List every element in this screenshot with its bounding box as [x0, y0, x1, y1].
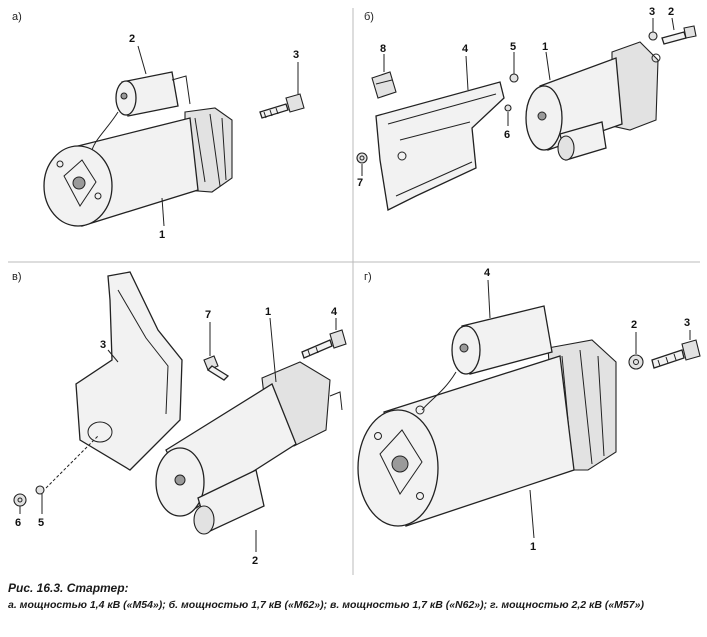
panel-b-label: б) [364, 11, 374, 23]
caption-text: а. мощностью 1,4 кВ («М54»); б. мощность… [8, 599, 644, 611]
bolt-b-2 [661, 25, 697, 45]
callout-g-3: 3 [684, 317, 690, 329]
bracket-v-3 [75, 271, 183, 471]
starter-motor-v [155, 361, 343, 535]
callout-a-1: 1 [159, 229, 165, 241]
starter-diagram: а) 2 3 [8, 6, 701, 575]
washer-g-2 [628, 354, 644, 370]
leader-a-2 [137, 45, 147, 75]
callout-v-3: 3 [100, 339, 106, 351]
callout-b-3: 3 [649, 6, 655, 18]
nut-b-5 [509, 73, 519, 83]
starter-motor-a [43, 71, 233, 227]
callout-g-4: 4 [484, 267, 491, 279]
callout-v-6: 6 [15, 517, 21, 529]
bolt-g-3 [651, 339, 701, 369]
heat-shield-b-4 [375, 81, 505, 211]
callout-b-2: 2 [668, 6, 674, 18]
starter-motor-b [525, 41, 661, 161]
leader-b-1 [545, 51, 551, 81]
clip-b-8 [371, 71, 397, 99]
washer-b-6 [504, 104, 512, 112]
callout-v-2: 2 [252, 555, 258, 567]
bolt-v-7 [203, 355, 230, 381]
callout-b-8: 8 [380, 43, 386, 55]
callout-v-1: 1 [265, 306, 271, 318]
leader-g-1 [529, 489, 535, 539]
callout-b-4: 4 [462, 43, 469, 55]
leader-b-2 [671, 17, 675, 31]
starter-motor-g [357, 305, 617, 527]
panel-v: в) [12, 271, 347, 567]
leader-a-1 [161, 197, 165, 227]
bolt-a-3 [259, 93, 305, 119]
callout-g-2: 2 [631, 319, 637, 331]
callout-b-7: 7 [357, 177, 363, 189]
callout-a-2: 2 [129, 33, 135, 45]
panel-g-label: г) [364, 271, 372, 283]
callout-a-3: 3 [293, 49, 299, 61]
leader-v-3 [107, 349, 119, 363]
nut-b-7 [356, 152, 368, 164]
callout-g-1: 1 [530, 541, 536, 553]
panel-b: б) [356, 6, 697, 211]
figure-caption: Рис. 16.3. Стартер: а. мощностью 1,4 кВ … [8, 581, 700, 612]
callout-b-1: 1 [542, 41, 548, 53]
caption-title: Рис. 16.3. Стартер: [8, 581, 129, 595]
panel-a-label: а) [12, 11, 22, 23]
callout-v-7: 7 [205, 309, 211, 321]
callout-b-5: 5 [510, 41, 516, 53]
nut-v-6 [13, 493, 27, 507]
washer-v-5 [35, 485, 45, 495]
callout-b-6: 6 [504, 129, 510, 141]
panel-v-label: в) [12, 271, 22, 283]
leader-v-1 [269, 317, 277, 383]
leader-b-4 [465, 55, 469, 91]
bolt-v-4 [301, 329, 347, 359]
callout-v-4: 4 [331, 306, 338, 318]
callout-v-5: 5 [38, 517, 44, 529]
washer-b-3 [648, 31, 658, 41]
leader-g-4 [487, 279, 491, 319]
panel-a: а) 2 3 [12, 11, 305, 241]
panel-g: г) [357, 267, 701, 553]
